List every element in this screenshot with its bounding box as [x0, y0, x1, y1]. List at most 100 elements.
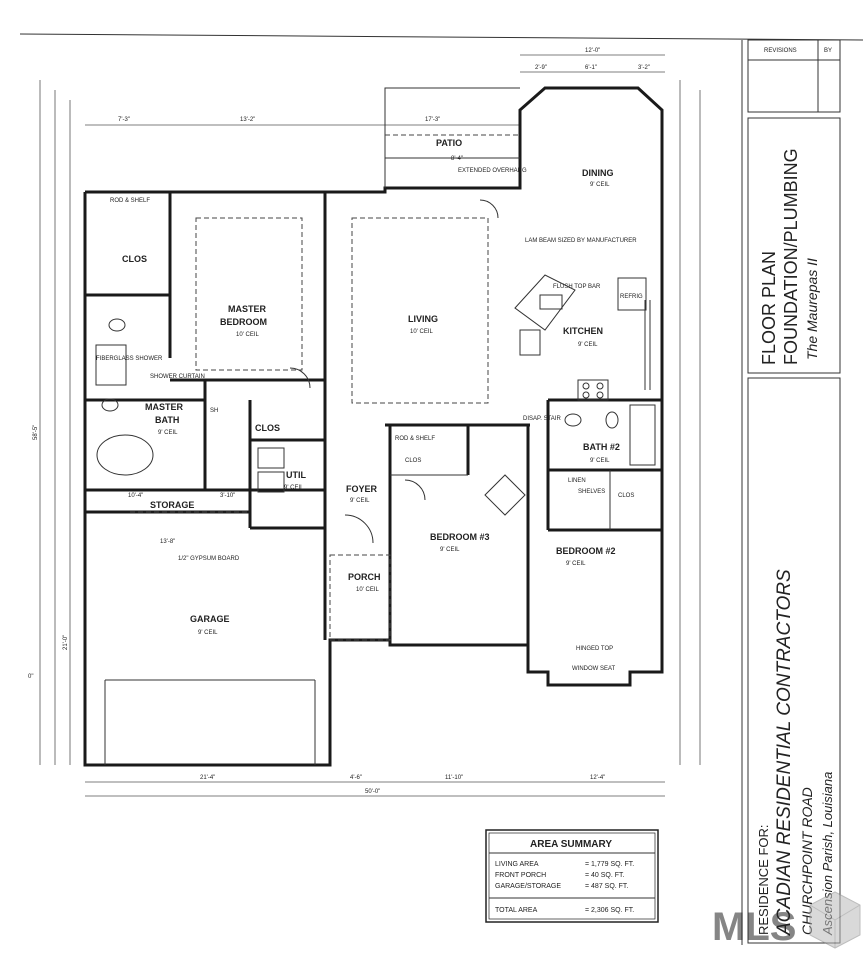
sheet-top-border	[19, 33, 863, 41]
label-linen: LINEN	[568, 478, 586, 484]
label-bath2-ceil: 9' CEIL	[590, 458, 610, 464]
plan-title-line1: FLOOR PLAN	[759, 251, 779, 365]
plan-title-box	[747, 117, 841, 374]
label-master-bedroom-2: BEDROOM	[220, 317, 267, 327]
label-bedroom3: BEDROOM #3	[430, 532, 490, 542]
area-row-2-value: = 487 SQ. FT.	[585, 883, 628, 890]
area-row-0-value: = 1,779 SQ. FT.	[585, 861, 634, 868]
label-master-bedroom-1: MASTER	[228, 304, 267, 314]
area-row-2-label: GARAGE/STORAGE	[495, 883, 561, 890]
dim-left-overall: 58'-5"	[33, 425, 39, 440]
label-dining-ceil: 9' CEIL	[590, 182, 610, 188]
kitchen-bar	[514, 274, 576, 331]
area-row-0-label: LIVING AREA	[495, 861, 539, 868]
by-label: BY	[824, 48, 832, 54]
label-dining: DINING	[582, 168, 614, 178]
label-master-bath-ceil: 9' CEIL	[158, 430, 178, 436]
label-clos-b2: CLOS	[618, 493, 634, 499]
watermark-text: MLS	[712, 905, 796, 949]
area-summary-title: AREA SUMMARY	[530, 839, 612, 850]
interior-walls	[85, 192, 662, 765]
master-tub	[96, 434, 154, 476]
dim-top-b: 6'-1"	[585, 65, 597, 71]
client-box	[747, 377, 841, 944]
dim-top-overall: 12'-0"	[585, 48, 600, 54]
dim-storage-width-2: 3'-10"	[220, 493, 235, 499]
label-util-ceil: 9' CEIL	[284, 485, 304, 491]
client-name: ACADIAN RESIDENTIAL CONTRACTORS	[774, 569, 795, 936]
label-gypsum-board: 1/2" GYPSUM BOARD	[178, 556, 240, 562]
plan-name: The Maurepas II	[804, 258, 820, 360]
dim-storage-width: 10'-4"	[128, 493, 143, 499]
dishwasher	[519, 329, 541, 356]
road-name: CHURCHPOINT ROAD	[799, 787, 815, 935]
mls-watermark-logo: MLS	[712, 891, 861, 949]
label-util: UTIL	[286, 470, 306, 480]
area-row-1-label: FRONT PORCH	[495, 872, 546, 879]
master-toilet	[108, 318, 126, 332]
exterior-walls	[83, 86, 664, 767]
revisions-label: REVISIONS	[764, 48, 797, 54]
dim-row2-a: 7'-3"	[118, 117, 130, 123]
label-porch: PORCH	[348, 572, 381, 582]
label-master-bath-2: BATH	[155, 415, 179, 425]
label-lam-beam: LAM BEAM SIZED BY MANUFACTURER	[525, 238, 637, 244]
room-labels: PATIO 8'-4" EXTENDED OVERHANG DINING 9' …	[96, 138, 643, 672]
label-bedroom2-ceil: 9' CEIL	[566, 561, 586, 567]
label-disap-stair: DISAP. STAIR	[523, 416, 561, 422]
label-kitchen: KITCHEN	[563, 326, 603, 336]
dim-row2-b: 13'-2"	[240, 117, 255, 123]
title-block: REVISIONS BY FLOOR PLAN FOUNDATION/PLUMB…	[747, 39, 841, 944]
label-bath2: BATH #2	[583, 442, 620, 452]
dim-garage-depth: 21'-0"	[63, 635, 69, 650]
dim-top-a: 2'-9"	[535, 65, 547, 71]
label-garage: GARAGE	[190, 614, 230, 624]
area-summary: AREA SUMMARY LIVING AREA = 1,779 SQ. FT.…	[485, 829, 659, 923]
label-storage: STORAGE	[150, 500, 194, 510]
label-shelves: SHELVES	[578, 489, 605, 495]
bath-fixtures	[95, 318, 656, 493]
bath2-toilet	[605, 411, 619, 429]
dim-bottom-d: 12'-4"	[590, 775, 605, 781]
label-rod-shelf-b3: ROD & SHELF	[395, 436, 435, 442]
area-total-label: TOTAL AREA	[495, 907, 538, 914]
label-bedroom2: BEDROOM #2	[556, 546, 616, 556]
master-lavatory	[101, 398, 119, 412]
label-foyer-ceil: 9' CEIL	[350, 498, 370, 504]
area-total-value: = 2,306 SQ. FT.	[585, 907, 634, 914]
label-rod-shelf-master: ROD & SHELF	[110, 198, 150, 204]
label-living: LIVING	[408, 314, 438, 324]
label-garage-ceil: 9' CEIL	[198, 630, 218, 636]
label-bedroom3-ceil: 9' CEIL	[440, 547, 460, 553]
dryer	[257, 471, 285, 493]
dim-overall-width: 50'-0"	[365, 789, 380, 795]
plan-title-line2: FOUNDATION/PLUMBING	[781, 148, 801, 365]
label-porch-ceil: 10' CEIL	[356, 587, 379, 593]
label-master-bedroom-ceil: 10' CEIL	[236, 332, 259, 338]
label-hinged-top: HINGED TOP	[576, 646, 613, 652]
dim-bottom-c: 11'-10"	[445, 775, 463, 781]
kitchen-sink	[539, 294, 563, 310]
dim-garage-width: 13'-8"	[160, 539, 175, 545]
dim-patio-width: 8'-4"	[451, 156, 463, 162]
door-swings	[289, 199, 526, 544]
dimension-lines: 12'-0" 2'-9" 6'-1" 3'-2" 7'-3" 13'-2" 17…	[28, 48, 701, 797]
residence-for: RESIDENCE FOR:	[756, 824, 771, 935]
label-kitchen-ceil: 9' CEIL	[578, 342, 598, 348]
bath2-lavatory	[564, 413, 582, 427]
range-cooktop	[577, 379, 609, 401]
label-refrig: REFRIG	[620, 294, 643, 300]
label-clos-master: CLOS	[122, 254, 147, 264]
dim-top-c: 3'-2"	[638, 65, 650, 71]
bath2-shower	[629, 404, 656, 466]
label-flush-top-bar: FLUSH TOP BAR	[553, 284, 601, 290]
label-shower-curtain: SHOWER CURTAIN	[150, 374, 205, 380]
label-master-bath-1: MASTER	[145, 402, 184, 412]
dim-zero: 0"	[28, 674, 33, 680]
master-shower	[95, 344, 127, 386]
revisions-box	[747, 39, 841, 113]
dim-bottom-b: 4'-6"	[350, 775, 362, 781]
label-sh: SH	[210, 408, 218, 414]
kitchen-fixtures	[514, 274, 651, 401]
